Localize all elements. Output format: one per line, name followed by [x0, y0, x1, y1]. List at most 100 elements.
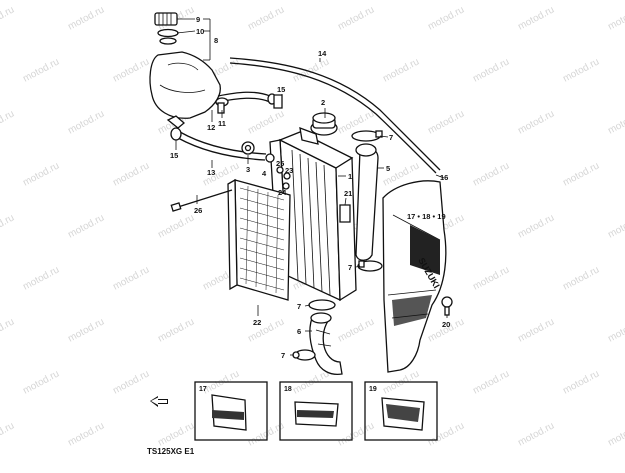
watermark-text: motod.ru — [21, 264, 61, 292]
watermark-text: motod.ru — [471, 56, 511, 84]
callout-5: 5 — [386, 164, 390, 173]
watermark-text: motod.ru — [606, 316, 625, 344]
watermark-text: motod.ru — [561, 160, 601, 188]
callout-10: 10 — [196, 27, 204, 36]
front-arrow-icon — [150, 396, 168, 407]
watermark-text: motod.ru — [0, 316, 16, 344]
watermark-text: motod.ru — [66, 420, 106, 448]
callout-12: 12 — [207, 123, 215, 132]
watermark-text: motod.ru — [0, 420, 16, 448]
watermark-text: motod.ru — [426, 108, 466, 136]
watermark-text: motod.ru — [606, 4, 625, 32]
hose-clamp-upper — [351, 130, 383, 142]
leader-lines — [175, 58, 448, 356]
callout-4: 4 — [262, 169, 267, 178]
watermark-text: motod.ru — [111, 264, 151, 292]
callout-14: 14 — [318, 49, 327, 58]
callout-6: 6 — [297, 327, 301, 336]
callout-26: 26 — [194, 206, 202, 215]
watermark-text: motod.ru — [336, 420, 376, 448]
overflow-hose — [229, 57, 441, 174]
callout-2: 2 — [321, 98, 325, 107]
watermark-text: motod.ru — [561, 264, 601, 292]
inset-box-18-label: 18 — [284, 386, 292, 393]
watermark-text: motod.ru — [66, 4, 106, 32]
watermark-text: motod.ru — [0, 212, 16, 240]
watermark-text: motod.ru — [156, 316, 196, 344]
callout-15-top: 15 — [277, 85, 285, 94]
watermark-text: motod.ru — [291, 56, 331, 84]
watermark-text: motod.ru — [111, 160, 151, 188]
watermark-text: motod.ru — [471, 368, 511, 396]
washers — [265, 153, 291, 190]
callout-15-left: 15 — [170, 151, 178, 160]
watermark-text: motod.ru — [21, 368, 61, 396]
radiator-guard — [227, 178, 291, 301]
cap-gasket — [157, 28, 179, 45]
callout-16: 16 — [440, 173, 448, 182]
watermark-text: motod.ru — [156, 212, 196, 240]
watermark-text: motod.ru — [471, 160, 511, 188]
watermark-text: motod.ru — [426, 420, 466, 448]
callout-20: 20 — [442, 320, 450, 329]
watermark-text: motod.ru — [66, 108, 106, 136]
watermark-text: motod.ru — [471, 264, 511, 292]
reservoir-tank — [149, 51, 221, 129]
upper-radiator-hose — [355, 143, 379, 261]
mounting-bolt — [170, 189, 233, 212]
callout-7-bottom: 7 — [281, 351, 285, 360]
watermark-text: motod.ru — [426, 4, 466, 32]
bolt-11 — [217, 102, 225, 114]
watermark-text: motod.ru — [561, 368, 601, 396]
inset-box-17: 17 — [194, 381, 268, 441]
callout-24: 24 — [278, 188, 287, 197]
watermark-text: motod.ru — [246, 4, 286, 32]
reservoir-cap — [154, 12, 178, 26]
watermark-text: motod.ru — [516, 212, 556, 240]
callout-21: 21 — [344, 189, 352, 198]
inset-box-19: 19 — [364, 381, 438, 441]
callout-11: 11 — [218, 119, 226, 128]
watermark-text: motod.ru — [381, 56, 421, 84]
watermark-text: motod.ru — [336, 4, 376, 32]
watermark-text: motod.ru — [516, 316, 556, 344]
inset-box-19-label: 19 — [369, 386, 377, 393]
watermark-text: motod.ru — [606, 212, 625, 240]
radiator-shroud: SUZUKI — [382, 180, 447, 373]
watermark-text: motod.ru — [66, 316, 106, 344]
inset-box-17-label: 17 — [199, 386, 207, 393]
callout-labels: 9 10 8 14 15 12 11 2 7 5 15 13 3 4 25 23… — [170, 15, 450, 360]
callout-7-upper: 7 — [389, 133, 393, 142]
bolt-20 — [441, 296, 453, 316]
model-code: TS125XG E1 — [147, 447, 195, 456]
watermark-text: motod.ru — [156, 420, 196, 448]
watermark-text: motod.ru — [21, 56, 61, 84]
watermark-text: motod.ru — [246, 108, 286, 136]
lower-radiator-hose — [309, 312, 343, 376]
hose-clamp-mid — [357, 260, 383, 272]
callout-13: 13 — [207, 168, 215, 177]
watermark-text: motod.ru — [606, 108, 625, 136]
callout-7-mid: 7 — [348, 263, 352, 272]
callout-17-18-19: 17 • 18 • 19 — [407, 212, 446, 221]
hose-clamp-lower-a — [308, 299, 336, 311]
callout-25: 25 — [276, 159, 284, 168]
breather-hose — [215, 91, 277, 107]
watermark-text: motod.ru — [516, 108, 556, 136]
callout-7-lower: 7 — [297, 302, 301, 311]
watermark-text: motod.ru — [0, 4, 16, 32]
callout-1: 1 — [348, 172, 352, 181]
callout-3: 3 — [246, 165, 250, 174]
watermark-text: motod.ru — [561, 56, 601, 84]
watermark-text: motod.ru — [516, 4, 556, 32]
watermark-text: motod.ru — [111, 56, 151, 84]
watermark-text: motod.ru — [336, 316, 376, 344]
grommet — [241, 141, 255, 155]
hose-clamp-lower-b — [292, 349, 316, 361]
watermark-text: motod.ru — [21, 160, 61, 188]
watermark-text: motod.ru — [66, 212, 106, 240]
watermark-text: motod.ru — [0, 108, 16, 136]
reservoir-hose — [170, 127, 267, 161]
bracket-21 — [339, 204, 351, 223]
